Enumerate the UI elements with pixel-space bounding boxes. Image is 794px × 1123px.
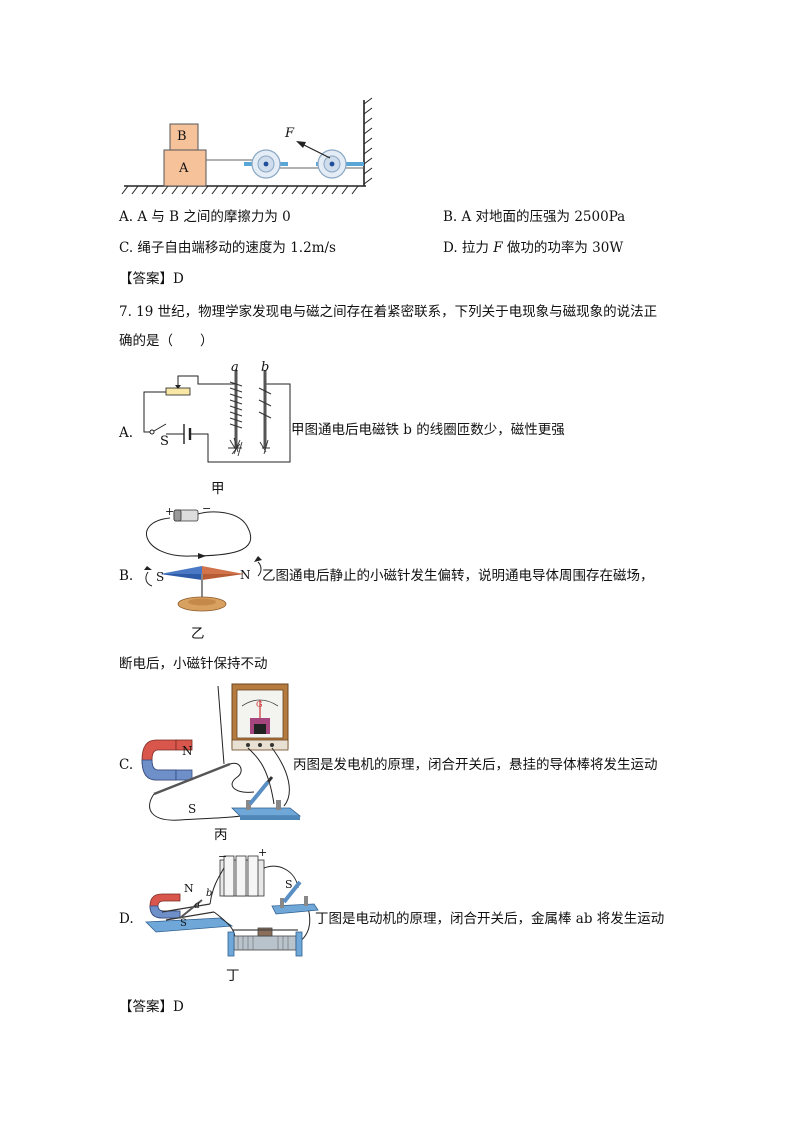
question-7-stem-line1: 7. 19 世纪，物理学家发现电与磁之间存在着紧密联系，下列关于电现象与磁现象的… — [119, 304, 658, 320]
generator-experiment — [141, 683, 302, 821]
electromagnet-circuit — [143, 370, 291, 463]
label-c-n: N — [182, 744, 193, 758]
option-7c-text: 丙图是发电机的原理，闭合开关后，悬挂的导体棒将发生运动 — [293, 757, 658, 773]
label-s: S — [156, 570, 165, 584]
caption-ding: 丁 — [226, 968, 240, 984]
question-7-stem-line2: 确的是（ ） — [119, 333, 214, 349]
option-7b-letter: B. — [119, 568, 134, 584]
figure-yi: + − S N — [140, 500, 266, 618]
label-d-a: a — [194, 900, 200, 911]
label-d-minus: − — [218, 850, 228, 863]
option-7a-letter: A. — [119, 425, 134, 441]
label-block-b: B — [177, 129, 187, 144]
pulley-2 — [317, 149, 347, 179]
label-d-n: N — [184, 882, 194, 895]
figure-bing: N S G — [140, 682, 302, 842]
caption-bing: 丙 — [214, 827, 228, 843]
option-6b: B. A 对地面的压强为 2500Pa — [443, 209, 626, 225]
label-c-s: S — [188, 802, 197, 816]
caption-yi: 乙 — [191, 626, 205, 642]
label-switch: S — [160, 434, 169, 449]
label-d-plus: + — [258, 846, 268, 859]
option-7d-text: 丁图是电动机的原理，闭合开关后，金属棒 ab 将发生运动 — [315, 911, 665, 927]
label-block-a: A — [179, 161, 189, 176]
label-n: N — [240, 568, 251, 582]
block-a — [163, 149, 207, 187]
option-6d: D. 拉力 F 做功的功率为 30W — [443, 240, 624, 256]
label-d-s: S — [180, 918, 187, 929]
option-7a-text: 甲图通电后电磁铁 b 的线圈匝数少，磁性更强 — [291, 422, 565, 438]
answer-6: 【答案】D — [119, 271, 184, 287]
label-plus: + — [165, 505, 175, 518]
block-b — [169, 123, 199, 151]
option-7b-text-line1: 乙图通电后静止的小磁针发生偏转，说明通电导体周围存在磁场， — [262, 568, 654, 584]
force-arrow — [299, 142, 331, 159]
figure-ding: N S a b S − + — [140, 846, 320, 964]
pulley-figure-drawing — [121, 97, 373, 195]
figure-jia: a b S — [138, 360, 293, 472]
pulley-figure: B A F — [120, 97, 380, 198]
oersted-experiment — [144, 509, 262, 612]
motor-experiment — [145, 855, 319, 957]
pulley-1 — [251, 149, 281, 179]
label-b: b — [261, 360, 270, 375]
label-g: G — [256, 700, 263, 709]
option-7d-letter: D. — [119, 911, 134, 927]
label-force: F — [285, 126, 295, 141]
option-7c-letter: C. — [119, 757, 134, 773]
label-d-b: b — [206, 888, 213, 899]
caption-jia: 甲 — [211, 481, 225, 497]
option-7b-text-line2: 断电后，小磁针保持不动 — [119, 656, 268, 672]
option-6a: A. A 与 B 之间的摩擦力为 0 — [119, 209, 291, 225]
label-a: a — [231, 360, 239, 375]
label-d-switch: S — [285, 878, 293, 891]
answer-7: 【答案】D — [119, 999, 184, 1015]
label-minus: − — [202, 502, 212, 515]
option-6c: C. 绳子自由端移动的速度为 1.2m/s — [119, 240, 336, 256]
